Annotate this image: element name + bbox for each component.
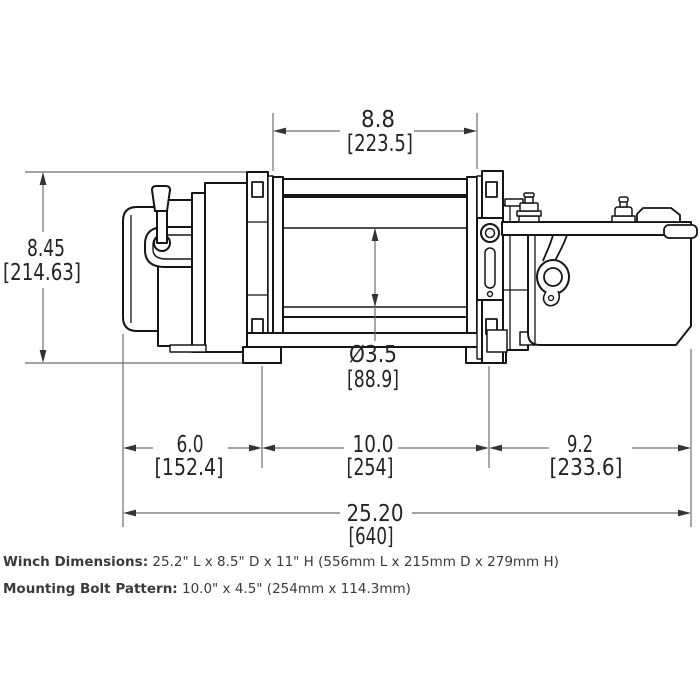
clutch-housing-outer-section xyxy=(204,182,248,353)
stud2-nut xyxy=(614,206,633,217)
dim-overall-length-metric: [640] xyxy=(349,524,394,550)
motor-top-rail xyxy=(501,221,692,236)
mounting-bolt-pattern-text: 10.0" x 4.5" (254mm x 114.3mm) xyxy=(177,581,411,597)
dim-middle-section-value: 10.0 xyxy=(353,432,394,458)
clutch-lever-knob xyxy=(151,185,171,212)
dim-drum-diameter-metric: [88.9] xyxy=(347,367,399,393)
winch-dimensions-text: 25.2" L x 8.5" D x 11" H (556mm L x 215m… xyxy=(148,554,559,570)
dim-left-section-value: 6.0 xyxy=(177,432,204,458)
clutch-housing-flange-ring xyxy=(191,192,206,353)
dim-right-section-value: 9.2 xyxy=(567,432,593,458)
clutch-lever-shaft xyxy=(156,210,168,244)
clamp-strap-outer xyxy=(542,234,554,262)
mounting-bolt-pattern-note: Mounting Bolt Pattern: 10.0" x 4.5" (254… xyxy=(3,576,683,603)
winch-dimensions-label: Winch Dimensions: xyxy=(3,554,149,570)
left-tie-plate-hole-top xyxy=(251,181,264,198)
winch-drawing-parts xyxy=(122,170,698,364)
right-tie-plate-hole-top xyxy=(485,181,498,198)
dim-drum-width-metric: [223.5] xyxy=(347,131,413,157)
clamp-tab-hole xyxy=(547,294,555,302)
drum-flange-right xyxy=(466,176,478,335)
mount-slot xyxy=(484,247,496,289)
terminal-cover-box xyxy=(636,207,681,223)
left-tie-plate-hole-bottom xyxy=(251,318,264,335)
dim-height-metric: [214.63] xyxy=(3,260,81,286)
gear-adapter-lower-step xyxy=(486,329,508,353)
dim-left-section-metric: [152.4] xyxy=(155,455,224,481)
stud1-nut xyxy=(519,202,539,212)
dimension-arrowheads xyxy=(39,127,691,517)
stud2-pedestal xyxy=(611,215,636,223)
winch-dimensions-note: Winch Dimensions: 25.2" L x 8.5" D x 11"… xyxy=(3,549,683,576)
dim-right-section-metric: [233.6] xyxy=(550,455,623,481)
dim-height-value: 8.45 xyxy=(27,236,65,262)
stud1-cap xyxy=(523,192,535,198)
stud2-cap xyxy=(618,196,629,203)
mount-bolt-center xyxy=(484,227,496,239)
dimension-lines xyxy=(25,113,692,527)
dim-middle-section-metric: [254] xyxy=(347,455,394,481)
stud1-neck xyxy=(524,196,534,204)
mounting-bolt-pattern-label: Mounting Bolt Pattern: xyxy=(3,581,178,597)
top-tie-bar xyxy=(282,178,468,196)
left-mounting-foot xyxy=(242,346,282,364)
dim-drum-width-value: 8.8 xyxy=(361,107,395,133)
winch-diagram-svg: 8.8 [223.5] 8.45 [214.63] Ø3.5 [88.9] 6.… xyxy=(3,107,698,550)
dimension-labels: 8.8 [223.5] 8.45 [214.63] Ø3.5 [88.9] 6.… xyxy=(3,107,623,550)
dim-overall-length-value: 25.20 xyxy=(347,501,404,527)
mount-pin-hole xyxy=(486,290,494,298)
motor-end-tab xyxy=(663,224,698,239)
stud1-pedestal xyxy=(518,215,540,223)
dim-drum-diameter-value: Ø3.5 xyxy=(349,342,397,368)
clutch-end-cap xyxy=(122,206,159,332)
clamp-ring-inner xyxy=(543,267,563,287)
drum-flange-left xyxy=(272,176,284,335)
clutch-housing-bottom-step xyxy=(169,344,207,353)
spec-notes: Winch Dimensions: 25.2" L x 8.5" D x 11"… xyxy=(3,549,683,603)
